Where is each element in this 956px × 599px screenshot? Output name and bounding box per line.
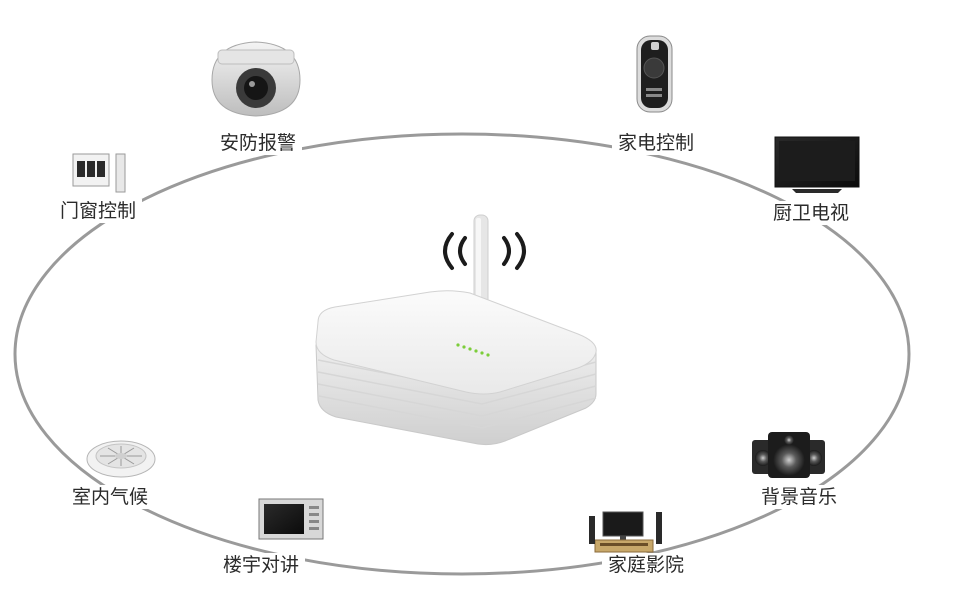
- dome-camera-icon: [211, 41, 301, 117]
- node-label-kitchen-tv: 厨卫电视: [767, 201, 856, 225]
- node-label-music: 背景音乐: [755, 485, 844, 509]
- wifi-signal-icon: [443, 232, 526, 270]
- node-label-cinema: 家庭影院: [602, 553, 691, 577]
- wall-switch-icon: [72, 153, 126, 193]
- node-label-security: 安防报警: [214, 131, 303, 155]
- ceiling-vent-icon: [86, 440, 156, 478]
- node-label-intercom: 楼宇对讲: [217, 553, 306, 577]
- flat-tv-icon: [774, 136, 860, 193]
- node-label-appliance: 家电控制: [612, 131, 701, 155]
- connection-ring: [13, 132, 911, 576]
- video-intercom-icon: [258, 498, 324, 540]
- wifi-router-icon: [315, 214, 597, 446]
- node-label-climate: 室内气候: [66, 485, 155, 509]
- speakers-icon: [752, 432, 825, 478]
- node-label-window: 门窗控制: [54, 199, 143, 223]
- remote-control-icon: [636, 35, 673, 113]
- home-theater-icon: [589, 511, 662, 553]
